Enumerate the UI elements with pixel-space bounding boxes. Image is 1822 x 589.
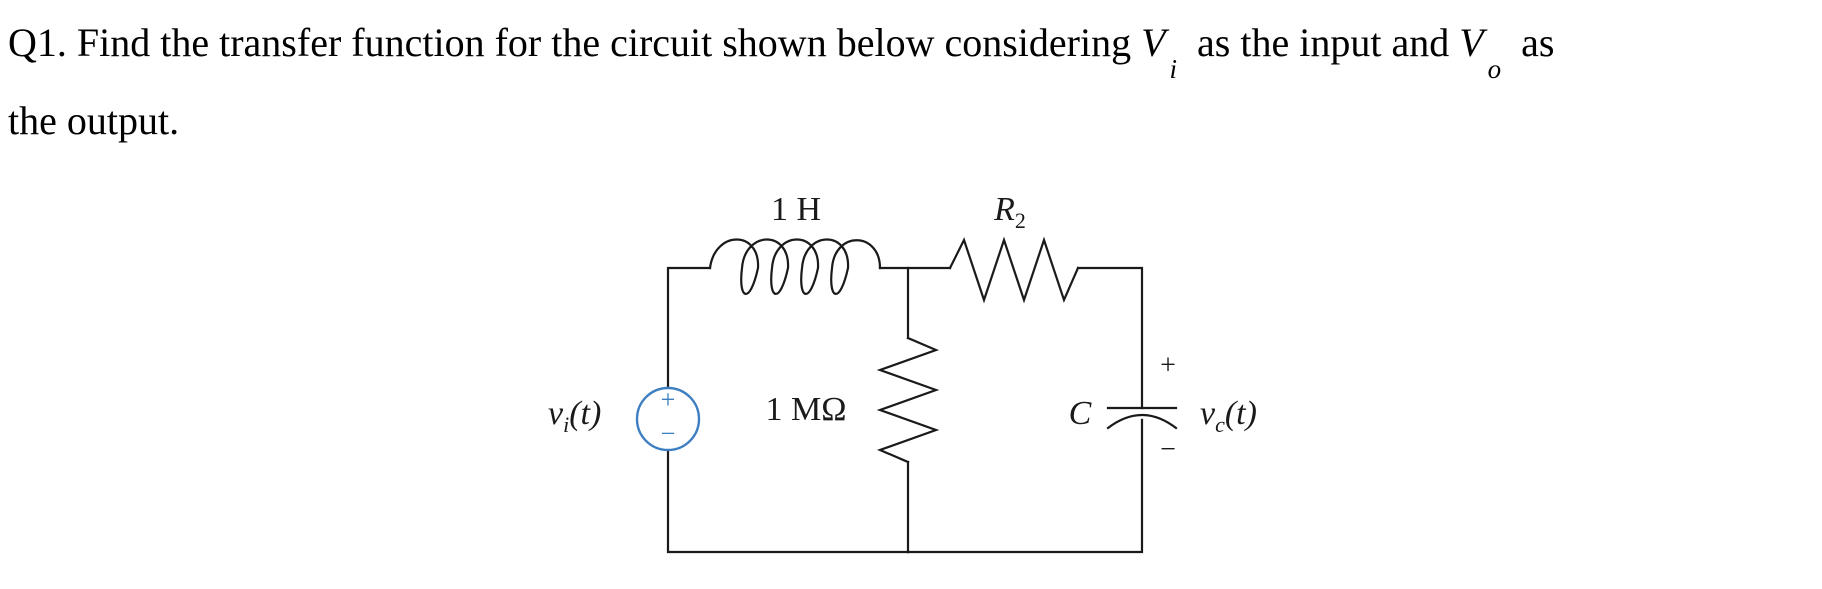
source-voltage-argument: (t) (569, 395, 601, 432)
resistor-r2-subscript: 2 (1015, 208, 1026, 233)
voltage-source-circle (635, 386, 701, 452)
source-plus-sign: + (661, 385, 676, 414)
question-label: Q1. (8, 20, 67, 65)
capacitor-label: C (1069, 395, 1092, 432)
resistor-r2-letter: R (993, 191, 1015, 228)
wire-bottom-right (906, 418, 1144, 554)
resistor-r2-label: R2 (993, 191, 1026, 233)
input-variable: V (1141, 20, 1166, 65)
question-text-after: as (1521, 20, 1555, 65)
source-voltage-label: vi(t) (548, 395, 601, 437)
cap-voltage-label: vc(t) (1200, 395, 1257, 437)
question-text-before: Find the transfer function for the circu… (76, 20, 1132, 65)
question-text: Q1. Find the transfer function for the c… (8, 6, 1808, 158)
wire-bottom-left (666, 446, 910, 554)
source-minus-sign: − (661, 419, 676, 448)
capacitor-plate-bottom (1106, 414, 1178, 430)
output-variable: V (1459, 20, 1484, 65)
wire-top-left (666, 266, 712, 392)
wire-top-right (1076, 266, 1144, 410)
cap-voltage-argument: (t) (1225, 395, 1257, 432)
source-voltage-letter: v (548, 395, 564, 432)
resistor-1mohm-label: 1 MΩ (766, 391, 847, 428)
inductor-symbol (708, 238, 882, 295)
cap-voltage-letter: v (1200, 395, 1216, 432)
resistor-r2-symbol (948, 236, 1080, 304)
input-variable-subscript: i (1169, 54, 1178, 84)
resistor-1mohm-symbol (876, 336, 940, 464)
cap-minus-sign: − (1160, 434, 1176, 465)
source-voltage-subscript: i (563, 412, 569, 437)
question-text-line2: the output. (8, 98, 180, 143)
cap-plus-sign: + (1160, 350, 1176, 381)
question-text-middle: as the input and (1197, 20, 1450, 65)
cap-voltage-subscript: c (1215, 412, 1225, 437)
output-variable-subscript: o (1487, 54, 1502, 84)
inductor-label: 1 H (771, 191, 821, 228)
